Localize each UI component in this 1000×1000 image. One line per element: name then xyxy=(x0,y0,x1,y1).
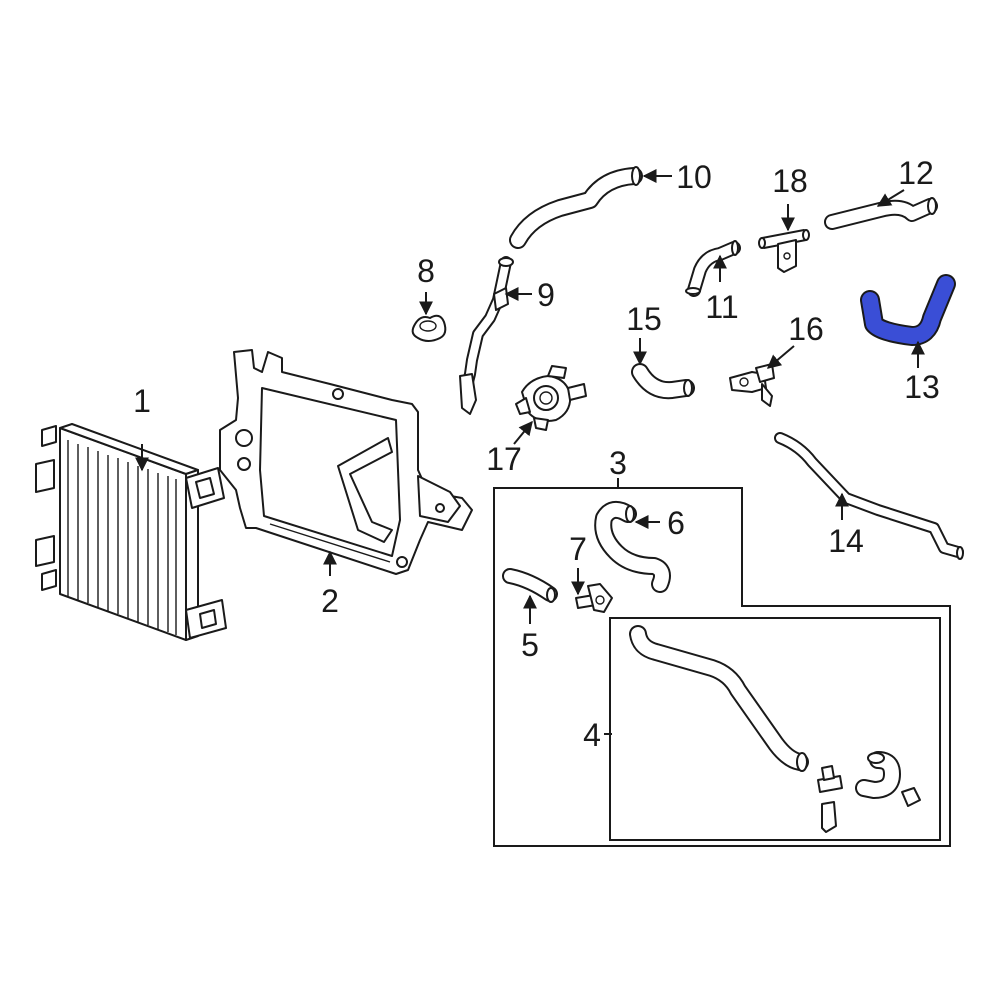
callout-12: 12 xyxy=(898,155,934,191)
connector-pipe xyxy=(758,229,810,273)
kit-3-frame xyxy=(493,487,951,847)
hose-5 xyxy=(502,568,558,603)
callout-1: 1 xyxy=(133,383,151,419)
radiator xyxy=(35,423,227,641)
callout-14: 14 xyxy=(828,523,864,559)
callout-labels: 1 2 3 4 5 6 7 8 9 10 11 12 13 14 15 16 1… xyxy=(133,155,940,753)
kit-4-frame xyxy=(609,617,941,841)
hose-6 xyxy=(594,500,671,593)
water-outlet-16 xyxy=(729,363,775,407)
leader-17 xyxy=(513,420,533,445)
leader-lines xyxy=(135,169,925,735)
callout-11: 11 xyxy=(705,289,738,325)
callout-15: 15 xyxy=(626,301,662,337)
hose-15 xyxy=(631,363,695,400)
bypass-hose-12 xyxy=(824,197,938,230)
radiator-support xyxy=(219,349,473,575)
upper-radiator-hose xyxy=(509,166,643,249)
callout-8: 8 xyxy=(417,253,435,289)
heater-hose-11 xyxy=(685,240,741,297)
hose-assembly-4 xyxy=(629,625,921,833)
callout-18: 18 xyxy=(772,163,808,199)
pipe-14 xyxy=(774,432,964,560)
callout-7: 7 xyxy=(569,531,587,567)
thermostat-housing xyxy=(515,365,587,431)
leader-16 xyxy=(766,345,795,369)
callout-3: 3 xyxy=(609,445,627,481)
callout-16: 16 xyxy=(788,311,824,347)
callout-17: 17 xyxy=(486,441,522,477)
callout-4: 4 xyxy=(583,717,601,753)
callout-10: 10 xyxy=(676,159,712,195)
callout-6: 6 xyxy=(667,505,685,541)
callout-13: 13 xyxy=(904,369,940,405)
cap xyxy=(411,314,447,342)
callout-5: 5 xyxy=(521,627,539,663)
callout-2: 2 xyxy=(321,583,339,619)
overflow-tube xyxy=(459,256,514,415)
callout-9: 9 xyxy=(537,277,555,313)
fitting-7 xyxy=(575,583,613,613)
highlighted-hose-13[interactable] xyxy=(860,274,956,346)
leader-12 xyxy=(876,189,905,207)
